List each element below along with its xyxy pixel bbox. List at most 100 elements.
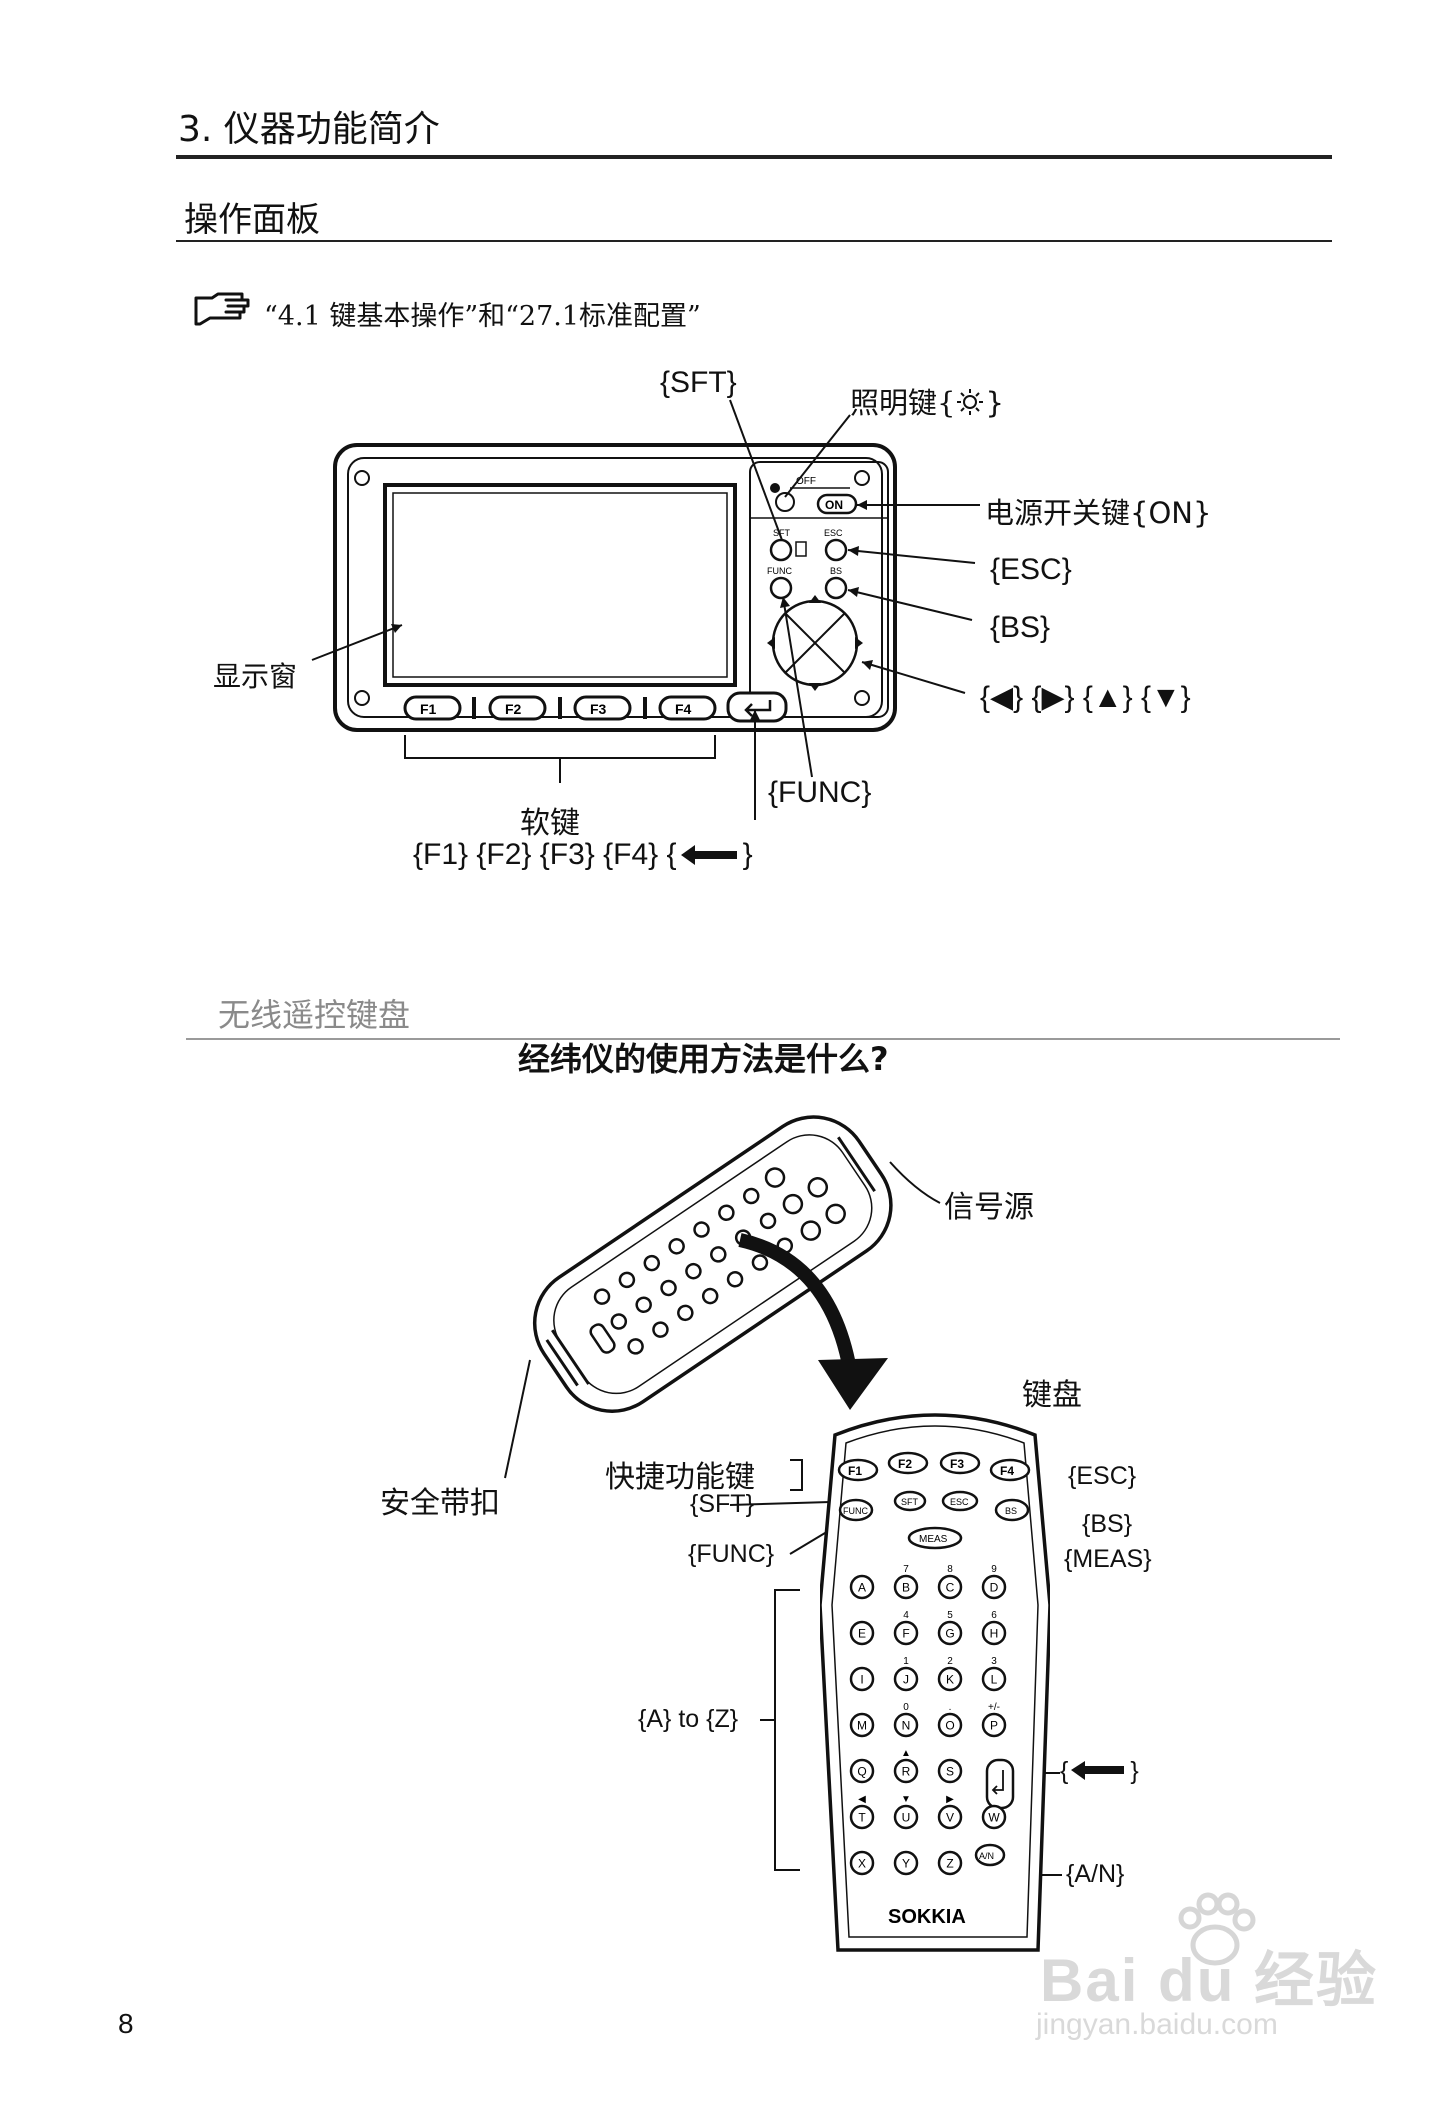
keypad-key-u	[893, 1804, 919, 1830]
keypad-key-label: B	[902, 1581, 910, 1595]
keypad-key-l	[981, 1666, 1007, 1692]
keypad-key-label: Z	[946, 1857, 953, 1871]
fkeys-callout: {F1} {F2} {F3} {F4} { }	[413, 838, 753, 873]
f3-key	[573, 695, 632, 721]
sft-key	[769, 538, 793, 562]
display-callout: 显示窗	[213, 660, 298, 693]
light-key-callout: 照明键{ }	[850, 380, 1004, 424]
section-rule	[176, 240, 1332, 242]
keypad-secondary-label: 9	[991, 1564, 997, 1575]
keypad-f4: F4	[1000, 1464, 1014, 1478]
sft-key-label: SFT	[773, 528, 791, 538]
shortcut-callout: 快捷功能键	[605, 1460, 755, 1495]
wireless-section-title: 无线遥控键盘	[218, 996, 411, 1034]
keypad-func-callout: {FUNC}	[688, 1540, 775, 1568]
keypad-key-k	[937, 1666, 963, 1692]
bs-callout: {BS}	[990, 611, 1051, 644]
keypad-key-label: R	[902, 1765, 911, 1779]
f2-key	[488, 695, 547, 721]
keypad-secondary-label: 1	[903, 1656, 909, 1667]
keypad-f3: F3	[950, 1457, 964, 1471]
keypad-key-label: P	[990, 1719, 998, 1733]
keypad-secondary-label: 4	[903, 1610, 909, 1621]
keypad-enter-callout: { }	[1060, 1757, 1139, 1787]
chapter-title: 3. 仪器功能简介	[178, 109, 440, 150]
keypad-secondary-label: +/-	[988, 1702, 1000, 1713]
paw-logo-icon	[1170, 1890, 1260, 1970]
keypad-secondary-label: 8	[947, 1564, 953, 1575]
enter-key	[726, 691, 788, 723]
keypad-key-label: D	[990, 1581, 999, 1595]
keypad-enter-close: }	[1130, 1757, 1139, 1785]
keypad-sft-callout: {SFT}	[690, 1490, 754, 1518]
keypad-func: FUNC	[843, 1506, 868, 1516]
keypad-brand: SOKKIA	[888, 1906, 966, 1928]
keypad-key-z	[937, 1850, 963, 1876]
watermark-url: jingyan.baidu.com	[1036, 2008, 1278, 2041]
keypad-key-r	[893, 1758, 919, 1784]
display-window	[383, 483, 737, 687]
keypad-secondary-label: 2	[947, 1656, 953, 1667]
keypad-secondary-label: ◀	[858, 1794, 866, 1805]
section-title: 操作面板	[184, 200, 320, 240]
fkeys-close: }	[742, 838, 753, 871]
light-key-text: 照明键{	[850, 386, 956, 420]
keypad-key-t	[849, 1804, 875, 1830]
keypad-key-label: K	[946, 1673, 954, 1687]
overlay-title: 经纬仪的使用方法是什么?	[518, 1040, 889, 1078]
esc-key-label: ESC	[824, 528, 843, 538]
keypad-esc: ESC	[950, 1497, 969, 1507]
keypad-key-label: M	[857, 1719, 867, 1733]
light-key-close: }	[985, 386, 1004, 420]
keypad-key-g	[937, 1620, 963, 1646]
operation-panel-diagram: OFF ON SFT ESC FUNC BS F1 F2 F3 F4	[330, 440, 900, 740]
keypad-key-label: F	[902, 1627, 909, 1641]
keypad-key-e	[849, 1620, 875, 1646]
keypad-secondary-label: 3	[991, 1656, 997, 1667]
keypad-secondary-label: 5	[947, 1610, 953, 1621]
keypad-key-label: G	[945, 1627, 954, 1641]
func-key	[769, 576, 793, 600]
keypad-key-j	[893, 1666, 919, 1692]
keypad-key-x	[849, 1850, 875, 1876]
keypad-secondary-label: .	[949, 1702, 952, 1713]
keypad-key-label: Q	[857, 1765, 866, 1779]
f1-key	[403, 695, 462, 721]
fkeys-text: {F1} {F2} {F3} {F4} {	[413, 838, 677, 871]
keypad-secondary-label: 0	[903, 1702, 909, 1713]
keypad-secondary-label: ▲	[901, 1748, 911, 1759]
keypad-key-label: H	[990, 1627, 999, 1641]
keypad-key-h	[981, 1620, 1007, 1646]
f2-key-label: F2	[505, 701, 522, 717]
on-callout: 电源开关键{ON}	[985, 496, 1212, 530]
keypad-key-o	[937, 1712, 963, 1738]
off-label: OFF	[796, 476, 816, 487]
keypad-enter-open: {	[1060, 1757, 1069, 1785]
keypad-key-label: J	[903, 1673, 909, 1687]
keypad-key-label: S	[946, 1765, 954, 1779]
keypad-key-label: C	[946, 1581, 955, 1595]
f4-key	[658, 695, 717, 721]
an-callout: {A/N}	[1066, 1860, 1125, 1888]
watermark-brand: Bai du 经验	[1040, 1947, 1379, 2014]
bs-key	[824, 576, 848, 600]
on-key-label: ON	[825, 498, 843, 512]
keypad-illustration: F1 F2 F3 F4 FUNC SFT ESC BS MEAS A/N SOK…	[818, 1405, 1052, 1965]
softkeys-callout: 软键	[520, 806, 580, 841]
esc-callout: {ESC}	[990, 553, 1072, 586]
keypad-key-label: T	[858, 1811, 866, 1825]
arrow-keys-callout: {◀} {▶} {▲} {▼}	[980, 681, 1191, 714]
keypad-key-d	[981, 1574, 1007, 1600]
keypad-f2: F2	[898, 1457, 912, 1471]
remote-keyboard-illustration	[500, 1070, 920, 1450]
keypad-key-q	[849, 1758, 875, 1784]
keypad-key-s	[937, 1758, 963, 1784]
keypad-key-c	[937, 1574, 963, 1600]
chapter-rule	[176, 155, 1332, 159]
keypad-secondary-label: ▶	[946, 1794, 954, 1805]
keypad-bs: BS	[1005, 1506, 1017, 1516]
keypad-bs-callout: {BS}	[1082, 1510, 1133, 1538]
keypad-f1: F1	[848, 1464, 862, 1478]
keypad-an: A/N	[979, 1851, 994, 1861]
strap-callout: 安全带扣	[380, 1486, 500, 1521]
